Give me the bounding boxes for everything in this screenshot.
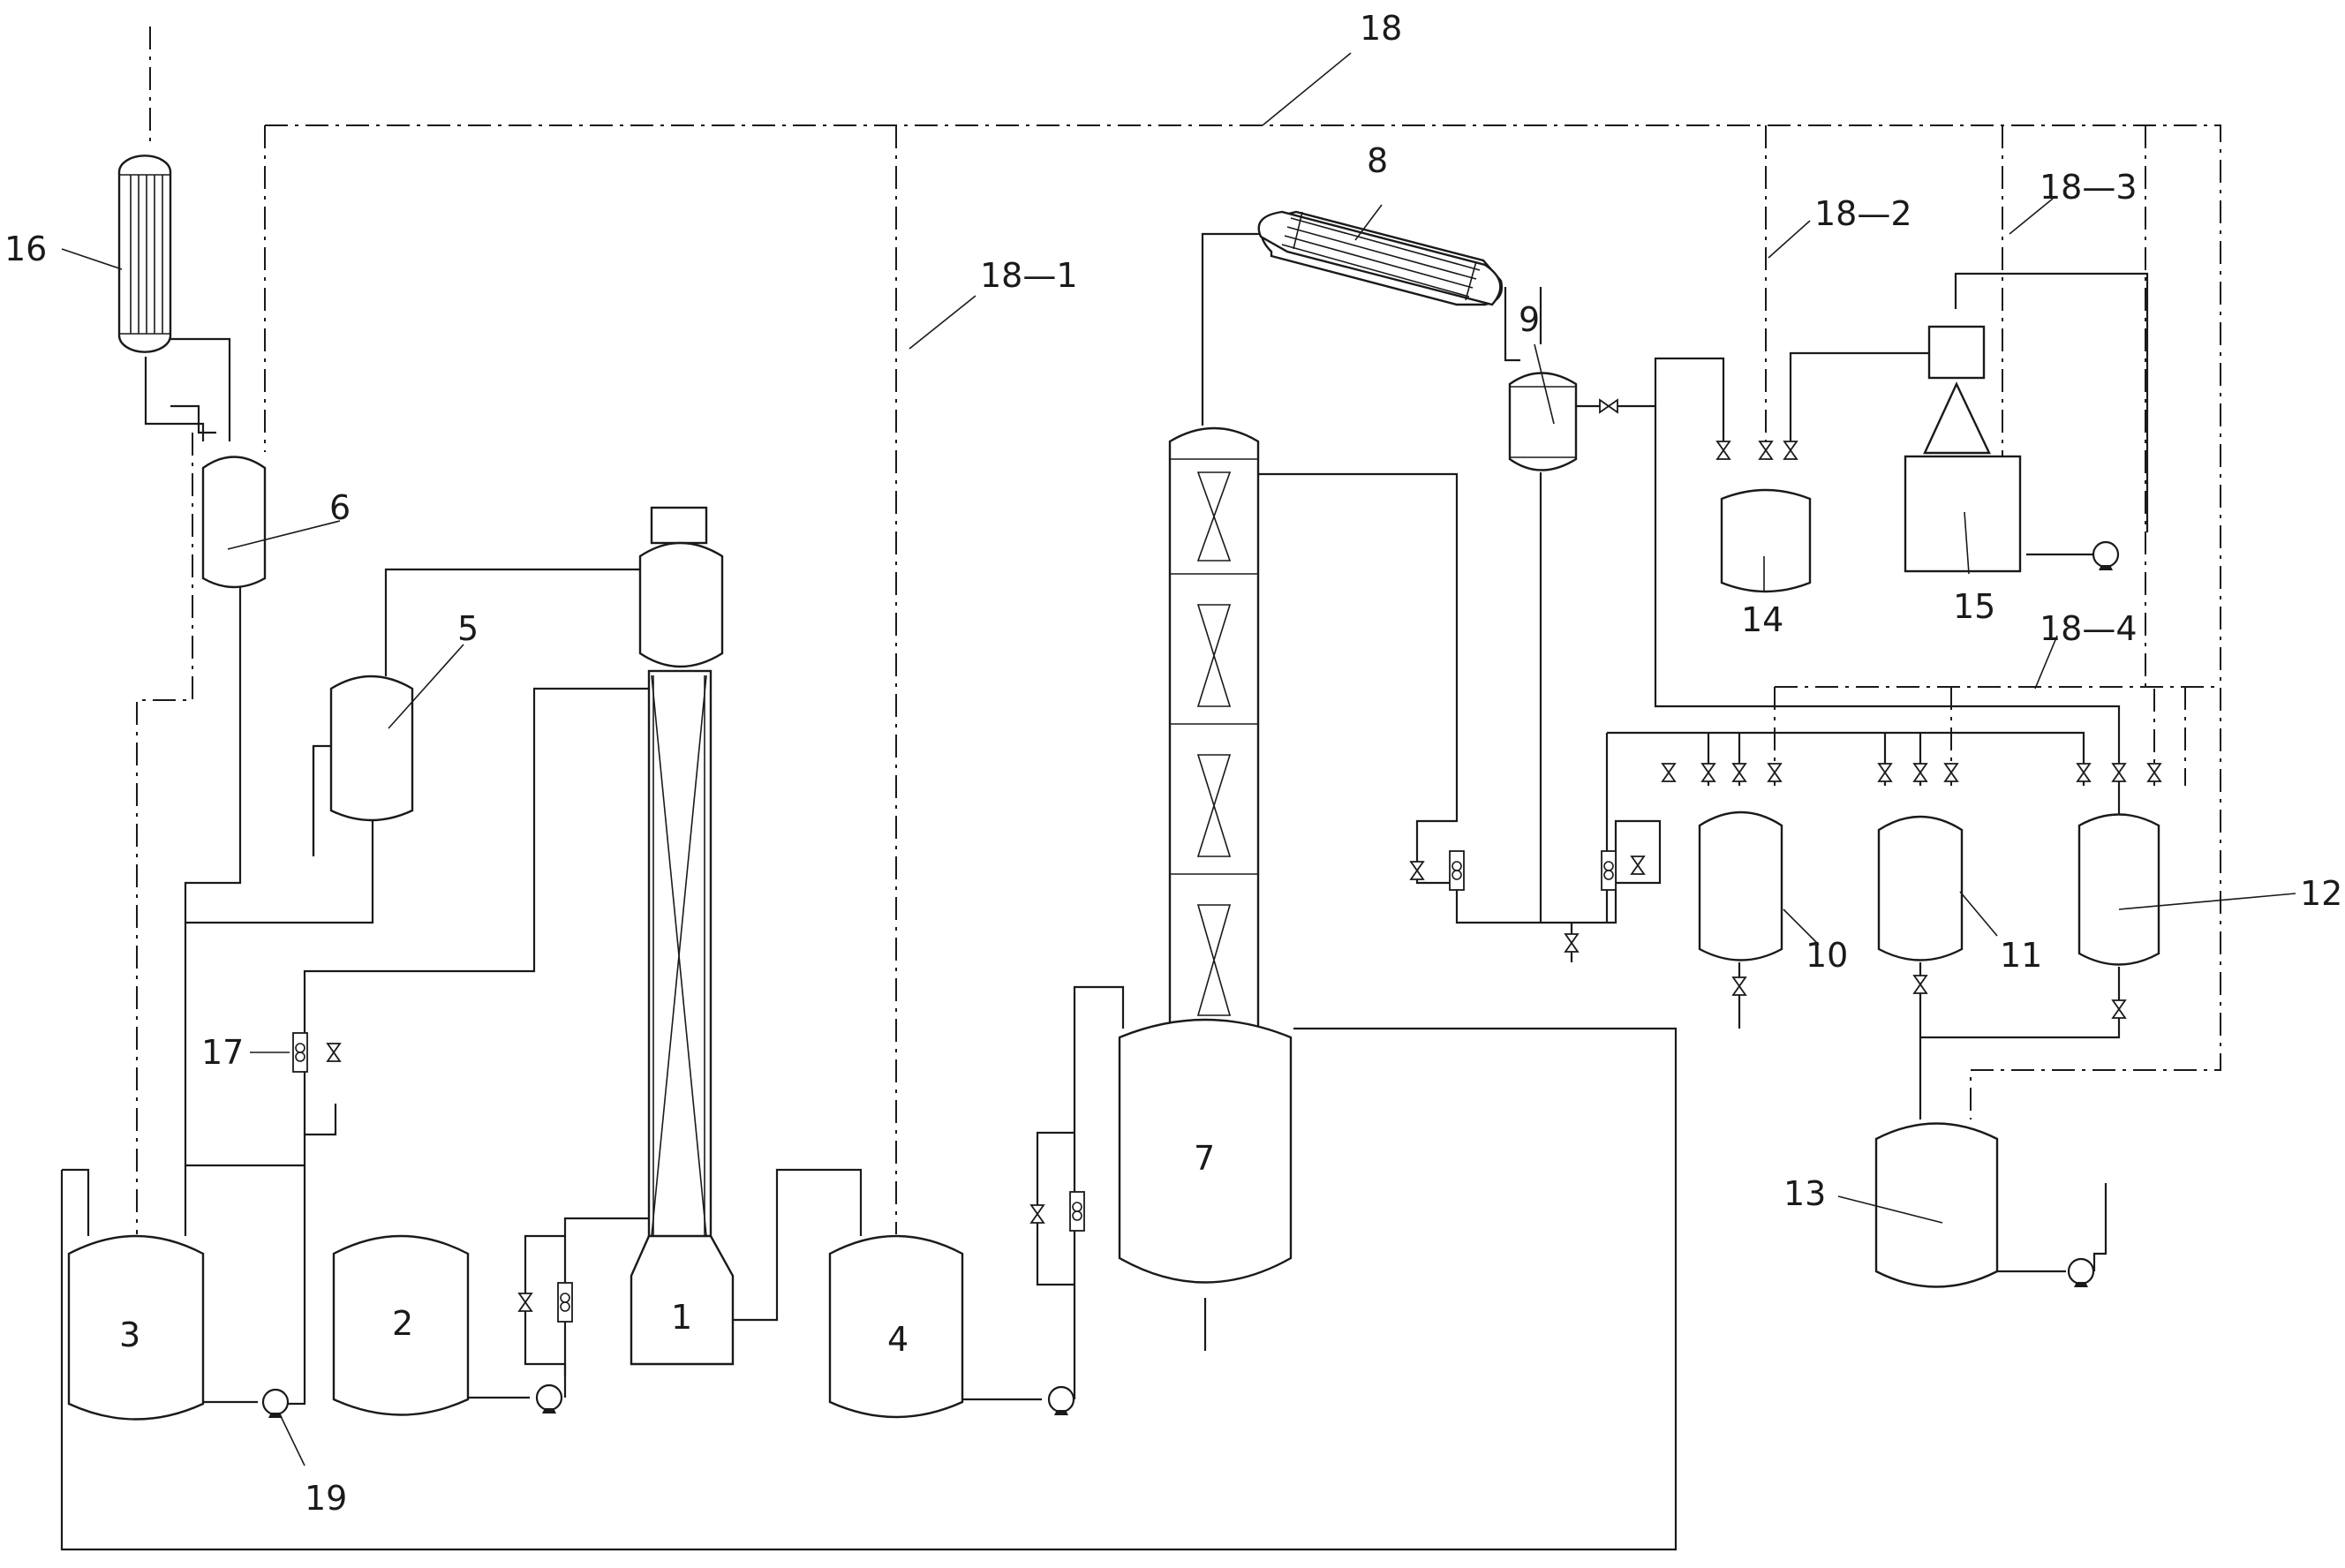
label-7: 7: [1194, 1139, 1215, 1178]
label-18-4: 18—4: [2040, 609, 2138, 648]
tank-3: [67, 1234, 205, 1421]
vessel-10: [1698, 810, 1783, 961]
label-12: 12: [2300, 874, 2342, 913]
vessel-6: [201, 456, 267, 589]
label-17: 17: [201, 1033, 244, 1072]
leader-lines: [61, 52, 2296, 1466]
label-2: 2: [392, 1304, 413, 1343]
label-5: 5: [457, 609, 479, 648]
condenser-8: [1257, 210, 1504, 306]
label-19: 19: [305, 1479, 347, 1518]
reboiler-7: [1118, 1018, 1293, 1284]
label-1: 1: [671, 1298, 692, 1337]
label-3: 3: [119, 1315, 140, 1354]
tank-4: [828, 1234, 964, 1419]
condenser-16: [117, 155, 172, 353]
vessel-5: [329, 675, 414, 822]
label-10: 10: [1806, 936, 1848, 975]
vessel-11: [1877, 815, 1964, 961]
label-13: 13: [1783, 1174, 1826, 1213]
label-9: 9: [1519, 300, 1540, 339]
receiver-9: [1508, 372, 1578, 471]
label-16: 16: [4, 230, 47, 268]
label-18-3: 18—3: [2040, 168, 2138, 207]
vessel-14: [1720, 488, 1812, 593]
tank-13: [1874, 1122, 1999, 1288]
vent-network-18: [136, 26, 2221, 1234]
label-18-2: 18—2: [1814, 194, 1912, 233]
label-4: 4: [887, 1320, 909, 1359]
tank-2: [332, 1234, 470, 1416]
distillation-column: [1168, 426, 1260, 1070]
unit-15: [1904, 325, 2022, 573]
labels: 18 18—1 18—2 18—3 18—4 16 6 5 8 9 14 15 …: [4, 9, 2342, 1518]
process-piping: [60, 232, 2149, 1551]
label-6: 6: [329, 488, 351, 527]
label-14: 14: [1741, 600, 1783, 639]
label-15: 15: [1953, 587, 1995, 626]
vessel-12: [2077, 813, 2160, 966]
label-18: 18: [1360, 9, 1402, 48]
label-11: 11: [2000, 936, 2042, 975]
label-18-1: 18—1: [980, 256, 1078, 295]
label-8: 8: [1367, 141, 1388, 180]
absorption-tower-1: [630, 506, 735, 1366]
